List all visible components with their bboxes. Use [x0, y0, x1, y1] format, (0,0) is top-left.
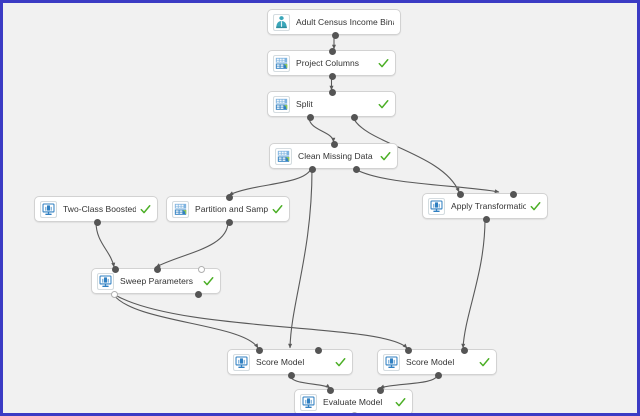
node-split[interactable]: Split: [267, 88, 396, 121]
node-label: Adult Census Income Binary C...: [296, 17, 394, 27]
data-transform-icon: [172, 200, 189, 218]
input-port[interactable]: [329, 47, 336, 55]
node-label: Project Columns: [296, 58, 360, 68]
input-port[interactable]: [331, 140, 338, 148]
input-port[interactable]: [404, 346, 412, 354]
experiment-canvas[interactable]: Adult Census Income Binary C... Project C…: [3, 3, 637, 413]
input-port[interactable]: [197, 265, 205, 273]
output-port[interactable]: [287, 371, 295, 379]
model-icon: [233, 353, 250, 371]
node-label: Clean Missing Data: [298, 151, 373, 161]
input-port[interactable]: [153, 265, 161, 273]
model-icon: [40, 200, 57, 218]
node-two-class-boosted-decision-tree[interactable]: Two-Class Boosted Decision T...: [34, 196, 158, 226]
node-clean-missing-data[interactable]: Clean Missing Data: [269, 140, 398, 173]
edge-sweep-parameters-to-score-model-left: [112, 293, 259, 349]
data-transform-icon: [273, 95, 290, 113]
edge-sweep-parameters-to-score-model-right: [114, 294, 408, 349]
output-port[interactable]: [225, 218, 233, 226]
node-label: Evaluate Model: [323, 397, 383, 407]
model-icon: [383, 353, 400, 371]
output-port[interactable]: [309, 165, 317, 173]
status-check-icon: [272, 204, 283, 213]
status-check-icon: [203, 276, 214, 285]
node-label: Apply Transformation: [451, 201, 526, 211]
node-label: Split: [296, 99, 313, 109]
status-check-icon: [378, 99, 389, 108]
edge-two-class-boosted-decision-tree-to-sweep-parameters: [95, 221, 116, 268]
output-port[interactable]: [93, 218, 101, 226]
node-label: Partition and Sample: [195, 204, 268, 214]
data-transform-icon: [273, 54, 290, 72]
model-icon: [428, 197, 445, 215]
input-port[interactable]: [460, 346, 468, 354]
node-evaluate-model[interactable]: Evaluate Model: [294, 386, 413, 413]
input-port[interactable]: [329, 88, 336, 96]
output-port[interactable]: [434, 371, 442, 379]
node-score-model-left[interactable]: Score Model: [227, 346, 353, 379]
node-label: Two-Class Boosted Decision T...: [63, 204, 136, 214]
output-port[interactable]: [482, 215, 490, 223]
edge-partition-and-sample-to-sweep-parameters: [155, 221, 229, 268]
input-port[interactable]: [111, 265, 119, 273]
edge-score-model-right-to-evaluate-model: [379, 374, 438, 389]
node-partition-and-sample[interactable]: Partition and Sample: [166, 193, 290, 226]
edge-apply-transformation-to-score-model-right: [461, 218, 486, 349]
status-check-icon: [380, 151, 391, 160]
edge-clean-missing-data-to-partition-and-sample: [228, 168, 312, 196]
node-label: Score Model: [256, 357, 305, 367]
input-port[interactable]: [225, 193, 233, 201]
edge-score-model-left-to-evaluate-model: [289, 374, 331, 389]
status-check-icon: [140, 204, 151, 213]
status-check-icon: [479, 357, 490, 366]
node-project-columns[interactable]: Project Columns: [267, 47, 396, 80]
edge-clean-missing-data-to-apply-transformation: [354, 168, 500, 194]
node-sweep-parameters[interactable]: Sweep Parameters: [91, 265, 221, 298]
output-port[interactable]: [351, 411, 358, 413]
status-check-icon: [378, 58, 389, 67]
output-port[interactable]: [307, 113, 315, 121]
dataset-icon: [273, 13, 290, 31]
edge-split-to-clean-missing-data: [308, 116, 336, 143]
input-port[interactable]: [327, 386, 335, 394]
output-port[interactable]: [350, 113, 358, 121]
status-check-icon: [395, 397, 406, 406]
node-apply-transformation[interactable]: Apply Transformation: [422, 190, 548, 223]
input-port[interactable]: [256, 346, 263, 354]
data-transform-icon: [275, 147, 292, 165]
output-port[interactable]: [329, 72, 336, 80]
output-port[interactable]: [331, 31, 339, 39]
input-port[interactable]: [315, 346, 323, 354]
status-check-icon: [530, 201, 541, 210]
status-check-icon: [335, 357, 346, 366]
input-port[interactable]: [510, 190, 518, 198]
output-port[interactable]: [195, 290, 203, 298]
output-port[interactable]: [352, 165, 360, 173]
node-score-model-right[interactable]: Score Model: [377, 346, 497, 379]
input-port[interactable]: [377, 386, 385, 394]
input-port[interactable]: [457, 190, 465, 198]
edge-clean-missing-data-to-score-model-left: [288, 168, 313, 349]
node-adult-census-income-binary-classification-dataset[interactable]: Adult Census Income Binary C...: [267, 9, 401, 39]
output-port[interactable]: [110, 290, 118, 298]
model-icon: [97, 272, 114, 290]
model-icon: [300, 393, 317, 411]
node-label: Score Model: [406, 357, 455, 367]
node-label: Sweep Parameters: [120, 276, 194, 286]
